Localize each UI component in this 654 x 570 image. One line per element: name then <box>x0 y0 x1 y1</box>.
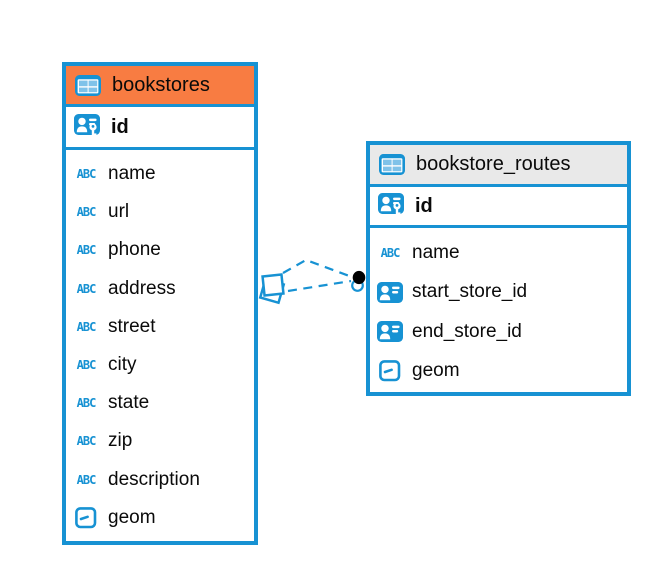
column-row[interactable]: ABC address <box>66 270 254 308</box>
column-row[interactable]: ABC name <box>66 155 254 193</box>
column-name: city <box>108 354 137 376</box>
column-name: name <box>412 241 460 263</box>
text-type-icon: ABC <box>76 472 97 487</box>
geometry-type-icon <box>375 360 405 382</box>
column-row[interactable]: ABC zip <box>66 422 254 460</box>
column-name: zip <box>108 430 133 452</box>
column-name: street <box>108 315 156 337</box>
column-row[interactable]: ABC state <box>66 384 254 422</box>
column-name: id <box>415 194 433 217</box>
column-row[interactable]: ABC phone <box>66 231 254 269</box>
text-type-icon: ABC <box>76 434 97 449</box>
text-type-icon: ABC <box>76 319 97 335</box>
column-name: state <box>108 392 150 414</box>
column-row[interactable]: ABC name <box>370 233 627 273</box>
relation-marker-squares <box>258 273 286 305</box>
relation-line-lower <box>287 279 352 293</box>
column-name: url <box>108 201 130 223</box>
text-type-icon: ABC <box>76 357 97 373</box>
primary-key-user-icon <box>377 192 407 220</box>
table-title: bookstores <box>112 73 210 96</box>
column-row[interactable]: geom <box>370 352 627 392</box>
column-name: start_store_id <box>412 281 528 303</box>
table-bookstore-routes-header[interactable]: bookstore_routes <box>370 145 627 187</box>
foreign-key-user-icon <box>375 281 405 303</box>
column-row[interactable]: end_store_id <box>370 312 627 352</box>
column-name: address <box>108 277 176 299</box>
text-type-icon: ABC <box>76 204 97 220</box>
column-row[interactable]: start_store_id <box>370 273 627 313</box>
column-row-pk[interactable]: id <box>66 107 254 150</box>
column-row[interactable]: ABC url <box>66 193 254 231</box>
column-list: ABC name ABC url ABC phone ABC address A… <box>66 150 254 537</box>
column-name: end_store_id <box>412 320 522 342</box>
table-icon <box>73 74 103 96</box>
column-name: geom <box>412 360 460 382</box>
column-row[interactable]: ABC street <box>66 308 254 346</box>
text-type-icon: ABC <box>76 395 97 411</box>
column-row[interactable]: geom <box>66 499 254 537</box>
table-bookstore-routes[interactable]: bookstore_routes id ABC name start_store… <box>366 141 631 396</box>
relation-line-upper <box>282 258 353 279</box>
text-type-icon: ABC <box>380 245 401 261</box>
text-type-icon: ABC <box>76 243 97 258</box>
geometry-type-icon <box>71 506 101 529</box>
column-name: phone <box>108 239 161 261</box>
column-name: name <box>108 163 156 185</box>
text-type-icon: ABC <box>76 281 97 297</box>
column-row[interactable]: ABC description <box>66 461 254 499</box>
text-type-icon: ABC <box>76 166 97 182</box>
column-row-pk[interactable]: id <box>370 187 627 228</box>
table-bookstores-header[interactable]: bookstores <box>66 66 254 107</box>
foreign-key-user-icon <box>375 321 405 343</box>
table-title: bookstore_routes <box>416 153 571 175</box>
column-name: description <box>108 468 200 490</box>
column-name: id <box>111 115 129 138</box>
table-bookstores[interactable]: bookstores id ABC name ABC url ABC <box>62 62 258 545</box>
column-row[interactable]: ABC city <box>66 346 254 384</box>
relation-marker-dot <box>351 270 366 292</box>
column-list: ABC name start_store_id end_store_id ge <box>370 228 627 391</box>
primary-key-user-icon <box>73 113 103 141</box>
table-icon <box>377 154 407 175</box>
column-name: geom <box>108 506 156 528</box>
